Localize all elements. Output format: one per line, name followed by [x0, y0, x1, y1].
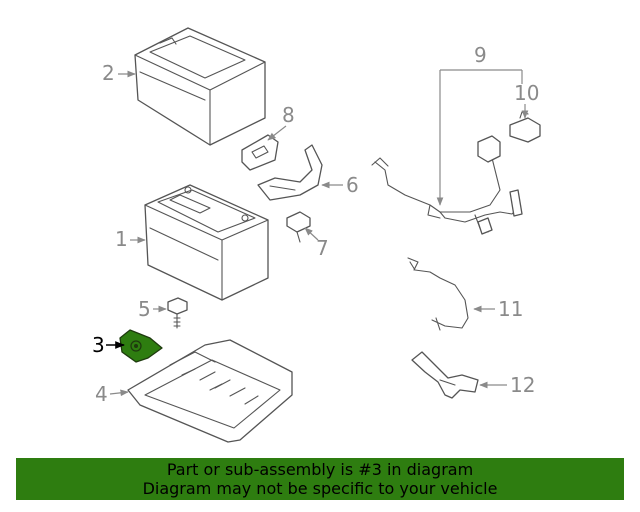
part-1-battery[interactable] — [144, 184, 269, 301]
part-3-bracket-highlighted[interactable] — [119, 329, 163, 363]
part-11-cable[interactable] — [407, 257, 469, 331]
callout-label-10: 10 — [514, 81, 539, 105]
callout-label-11: 11 — [498, 297, 523, 321]
part-12-cable-bracket[interactable] — [411, 351, 479, 399]
callout-5: 5 — [138, 297, 167, 321]
part-6-terminal[interactable] — [257, 144, 323, 201]
callout-2: 2 — [102, 61, 136, 85]
callout-8: 8 — [267, 103, 295, 141]
banner-line-part: Part or sub-assembly is #3 in diagram — [166, 460, 474, 479]
callout-label-9: 9 — [474, 43, 487, 67]
callout-1: 1 — [115, 227, 146, 251]
callout-label-2: 2 — [102, 61, 115, 85]
callout-9: 9 — [436, 43, 523, 206]
callout-3: 3 — [92, 333, 125, 357]
parts-diagram: 2 1 8 6 7 — [92, 27, 541, 443]
callout-label-5: 5 — [138, 297, 151, 321]
part-2-battery-cover[interactable] — [134, 27, 266, 146]
callout-10: 10 — [514, 81, 539, 119]
callout-label-4: 4 — [95, 382, 108, 406]
callout-11: 11 — [473, 297, 523, 321]
callout-6: 6 — [321, 173, 359, 197]
callout-label-1: 1 — [115, 227, 128, 251]
callout-7: 7 — [304, 227, 329, 260]
part-4-battery-tray[interactable] — [127, 339, 293, 443]
callout-label-12: 12 — [510, 373, 535, 397]
banner-line-disclaimer: Diagram may not be specific to your vehi… — [142, 479, 498, 498]
part-8-bracket[interactable] — [241, 134, 279, 171]
callout-label-8: 8 — [282, 103, 295, 127]
callout-label-6: 6 — [346, 173, 359, 197]
callout-4: 4 — [95, 382, 129, 406]
callout-12: 12 — [479, 373, 535, 397]
callout-label-7: 7 — [316, 236, 329, 260]
part-5-bolt[interactable] — [167, 297, 188, 329]
info-banner: Part or sub-assembly is #3 in diagram Di… — [16, 458, 624, 500]
part-7-bolt[interactable] — [286, 211, 311, 243]
callout-label-3: 3 — [92, 333, 105, 357]
part-9-wiring-harness[interactable] — [371, 135, 523, 235]
